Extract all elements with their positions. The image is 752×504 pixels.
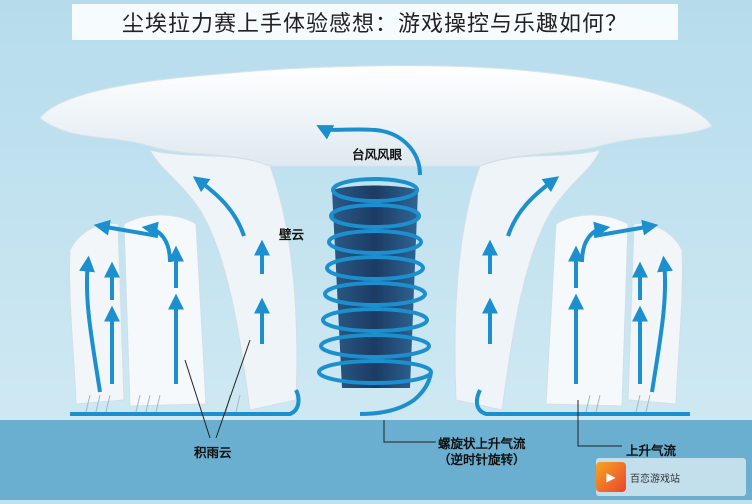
right-updraft-arrows <box>482 176 673 393</box>
label-updraft: 上升气流 <box>626 443 677 458</box>
page-title: 尘埃拉力赛上手体验感想：游戏操控与乐趣如何？ <box>72 4 678 40</box>
label-spiral-line1: 螺旋状上升气流 <box>438 436 526 451</box>
label-eyewall: 壁云 <box>279 227 305 242</box>
left-updraft-arrows <box>79 176 270 393</box>
game-site-logo-icon: ▶ <box>596 462 626 492</box>
left-rainband-inner <box>123 214 207 407</box>
rain-streaks <box>85 394 651 413</box>
spiral-updraft <box>316 125 433 416</box>
label-typhoon-eye: 台风风眼 <box>352 147 403 162</box>
label-spiral-updraft: 螺旋状上升气流 （逆时针旋转） <box>438 436 526 468</box>
surface-inflow <box>70 389 690 416</box>
label-spiral-line2: （逆时针旋转） <box>438 452 526 467</box>
watermark-text: 百恋游戏站 <box>630 473 680 485</box>
label-cumulonimbus: 积雨云 <box>194 445 232 460</box>
label-leader-lines <box>184 339 622 447</box>
anvil-cloud <box>39 65 713 167</box>
site-watermark[interactable]: ▶ 百恋游戏站 <box>596 458 746 496</box>
right-rainband-inner <box>545 214 629 407</box>
right-eyewall-cloud <box>454 149 601 411</box>
